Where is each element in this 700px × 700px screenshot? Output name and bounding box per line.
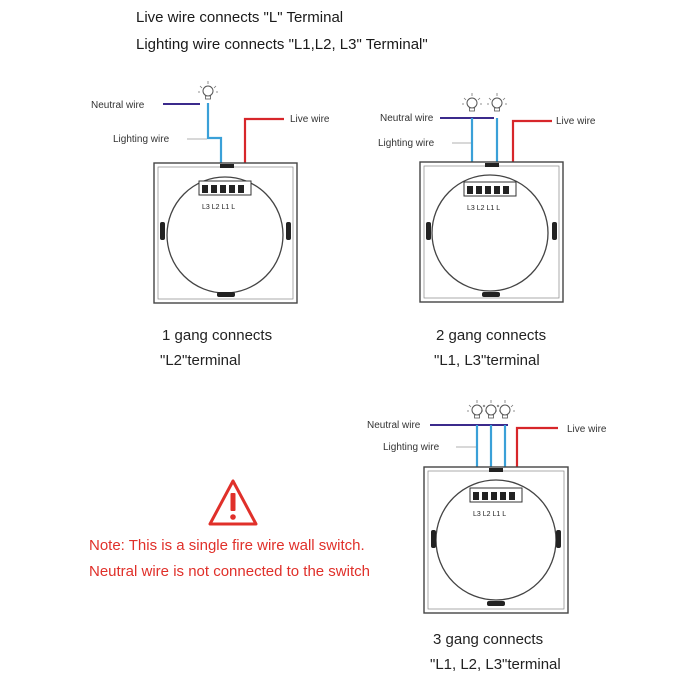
caption-2-gang-terminal: "L1, L3"terminal: [434, 352, 540, 369]
caption-3-gang: 3 gang connects: [433, 631, 544, 648]
lighting-wire-label: Lighting wire: [383, 442, 440, 453]
bulb-icon: [480, 399, 502, 419]
note-line-1: Note: This is a single fire wire wall sw…: [89, 537, 365, 554]
switch-3-gang: L3 L2 L1 L Neutral wire Lighting wire Li…: [367, 399, 607, 614]
header-line-2: Lighting wire connects "L1,L2, L3" Termi…: [136, 36, 428, 53]
caption-2-gang: 2 gang connects: [436, 327, 547, 344]
switch-2-gang: L3 L2 L1 L Neutral wire Lighting wire Li…: [378, 92, 596, 303]
bulb-icon: [494, 399, 516, 419]
bulb-icon: [486, 92, 508, 112]
terminal-label: L3 L2 L1 L: [202, 204, 235, 211]
caption-1-gang-terminal: "L2"terminal: [160, 352, 241, 369]
lighting-wire-label: Lighting wire: [378, 138, 435, 149]
switch-1-gang: L3 L2 L1 L Neutral wire Lighting wire Li…: [91, 80, 330, 304]
neutral-wire-label: Neutral wire: [91, 100, 145, 111]
bulb-icon: [197, 80, 219, 100]
live-wire-label: Live wire: [567, 424, 607, 435]
live-wire-label: Live wire: [290, 114, 330, 125]
header-line-1: Live wire connects "L" Terminal: [136, 9, 344, 26]
caption-1-gang: 1 gang connects: [162, 327, 273, 344]
neutral-wire-label: Neutral wire: [367, 420, 421, 431]
lighting-wire-1: [206, 103, 223, 176]
note-line-2: Neutral wire is not connected to the swi…: [89, 563, 370, 580]
live-wire-1: [243, 117, 284, 176]
live-wire-label: Live wire: [556, 116, 596, 127]
bulb-icon: [466, 399, 488, 419]
bulb-icon: [461, 92, 483, 112]
lighting-wire-label: Lighting wire: [113, 134, 170, 145]
warning-icon: [208, 479, 258, 526]
neutral-wire-label: Neutral wire: [380, 113, 434, 124]
caption-3-gang-terminal: "L1, L2, L3"terminal: [430, 656, 561, 673]
terminal-label: L3 L2 L1 L: [467, 205, 500, 212]
terminal-label: L3 L2 L1 L: [473, 511, 506, 518]
